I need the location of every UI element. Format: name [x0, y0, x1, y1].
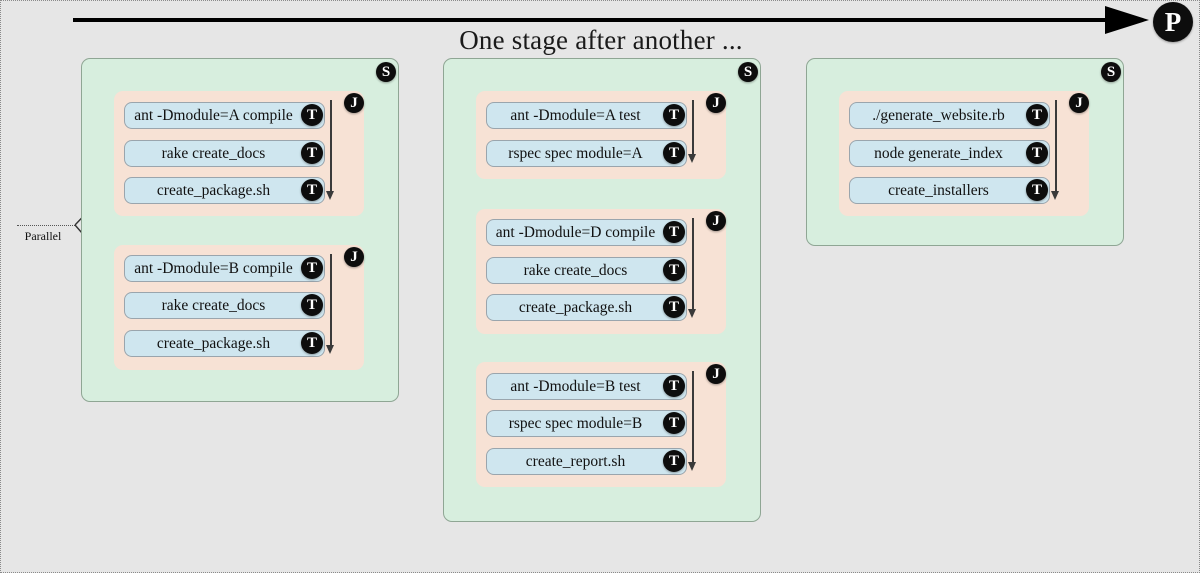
task-badge: T — [663, 412, 685, 434]
task-pill[interactable]: create_package.sh — [124, 177, 325, 204]
job-order-arrow-line — [330, 254, 332, 346]
job-order-arrow-head — [688, 154, 696, 163]
task-pill[interactable]: rake create_docs — [486, 257, 687, 284]
job-order-arrow-line — [330, 100, 332, 192]
task-badge: T — [663, 104, 685, 126]
job-badge: J — [706, 93, 726, 113]
job-order-arrow-head — [688, 309, 696, 318]
task-badge: T — [301, 142, 323, 164]
task-pill[interactable]: ant -Dmodule=A compile — [124, 102, 325, 129]
task-pill[interactable]: ant -Dmodule=D compile — [486, 219, 687, 246]
job-order-arrow-line — [692, 218, 694, 310]
task-badge: T — [301, 332, 323, 354]
task-pill[interactable]: ant -Dmodule=B compile — [124, 255, 325, 282]
job-order-arrow-line — [692, 371, 694, 463]
task-pill[interactable]: create_installers — [849, 177, 1050, 204]
parallel-connector-dotted-line — [17, 225, 75, 226]
task-badge: T — [663, 142, 685, 164]
stage-badge: S — [738, 62, 758, 82]
task-badge: T — [301, 294, 323, 316]
task-pill[interactable]: create_package.sh — [486, 294, 687, 321]
job-badge: J — [344, 93, 364, 113]
stage-badge: S — [376, 62, 396, 82]
stage-badge: S — [1101, 62, 1121, 82]
page-title: One stage after another ... — [459, 25, 743, 55]
job-order-arrow-head — [326, 345, 334, 354]
job-badge: J — [1069, 93, 1089, 113]
task-badge: T — [663, 296, 685, 318]
task-badge: T — [1026, 142, 1048, 164]
pipeline-badge: P — [1153, 2, 1193, 42]
task-pill[interactable]: rake create_docs — [124, 292, 325, 319]
task-badge: T — [663, 221, 685, 243]
job-badge: J — [706, 211, 726, 231]
job-badge: J — [344, 247, 364, 267]
task-pill[interactable]: rake create_docs — [124, 140, 325, 167]
task-pill[interactable]: rspec spec module=B — [486, 410, 687, 437]
task-badge: T — [301, 179, 323, 201]
task-badge: T — [301, 104, 323, 126]
task-pill[interactable]: ./generate_website.rb — [849, 102, 1050, 129]
task-pill[interactable]: rspec spec module=A — [486, 140, 687, 167]
pipeline-flow-arrow-line — [73, 18, 1113, 22]
task-badge: T — [1026, 104, 1048, 126]
job-order-arrow-head — [1051, 191, 1059, 200]
job-order-arrow-line — [692, 100, 694, 155]
task-pill[interactable]: ant -Dmodule=B test — [486, 373, 687, 400]
job-order-arrow-head — [688, 462, 696, 471]
job-badge: J — [706, 364, 726, 384]
task-badge: T — [663, 375, 685, 397]
parallel-label: Parallel — [24, 229, 62, 243]
pipeline-flow-arrow-head — [1105, 6, 1149, 34]
job-order-arrow-line — [1055, 100, 1057, 192]
task-badge: T — [663, 259, 685, 281]
job-order-arrow-head — [326, 191, 334, 200]
task-pill[interactable]: create_package.sh — [124, 330, 325, 357]
task-badge: T — [301, 257, 323, 279]
task-badge: T — [663, 450, 685, 472]
task-pill[interactable]: create_report.sh — [486, 448, 687, 475]
task-badge: T — [1026, 179, 1048, 201]
task-pill[interactable]: ant -Dmodule=A test — [486, 102, 687, 129]
task-pill[interactable]: node generate_index — [849, 140, 1050, 167]
